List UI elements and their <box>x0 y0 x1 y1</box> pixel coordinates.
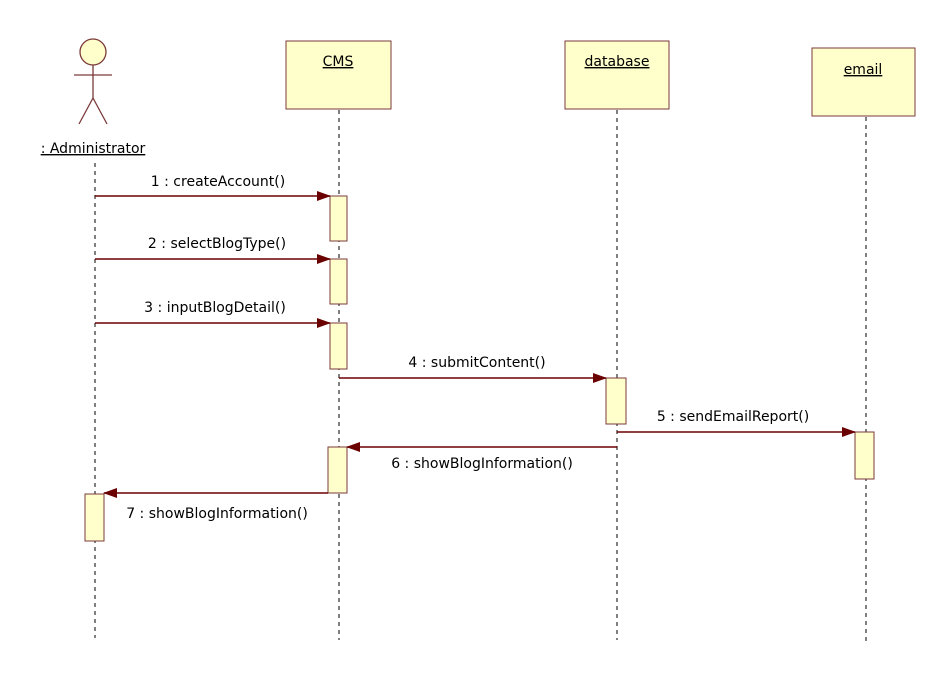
message-2-label: 2 : selectBlogType() <box>148 236 286 252</box>
message-1-label: 1 : createAccount() <box>151 174 285 190</box>
message-6-label: 6 : showBlogInformation() <box>391 456 573 472</box>
activation-cms-3 <box>329 322 348 370</box>
activation-cms-1 <box>329 195 348 242</box>
actor-left-leg <box>78 97 94 125</box>
activation-cms-4 <box>327 446 348 494</box>
message-7: 7 : showBlogInformation() <box>103 488 328 522</box>
message-4-label: 4 : submitContent() <box>408 355 545 371</box>
actor-head <box>79 38 107 66</box>
message-3-label: 3 : inputBlogDetail() <box>144 300 286 316</box>
activation-database <box>605 377 627 425</box>
message-2: 2 : selectBlogType() <box>95 236 331 264</box>
object-box-email <box>811 47 916 117</box>
actor-administrator: : Administrator <box>41 38 146 157</box>
message-4: 4 : submitContent() <box>339 355 607 383</box>
object-name-email: email <box>844 62 883 78</box>
actor-name: : Administrator <box>41 141 146 157</box>
actor-right-leg <box>92 97 108 125</box>
message-5: 5 : sendEmailReport() <box>617 409 856 437</box>
object-database: database <box>564 40 670 110</box>
activation-email <box>854 431 875 480</box>
message-6: 6 : showBlogInformation() <box>346 442 617 472</box>
object-cms: CMS <box>285 40 392 110</box>
activation-cms-2 <box>329 258 348 305</box>
message-3: 3 : inputBlogDetail() <box>95 300 331 328</box>
object-box-cms <box>285 40 392 110</box>
message-7-label: 7 : showBlogInformation() <box>126 506 308 522</box>
activation-administrator <box>84 493 105 542</box>
object-name-database: database <box>585 54 650 70</box>
message-1: 1 : createAccount() <box>95 174 331 201</box>
object-name-cms: CMS <box>323 54 354 70</box>
message-5-label: 5 : sendEmailReport() <box>657 409 809 425</box>
object-box-database <box>564 40 670 110</box>
object-email: email <box>811 47 916 117</box>
